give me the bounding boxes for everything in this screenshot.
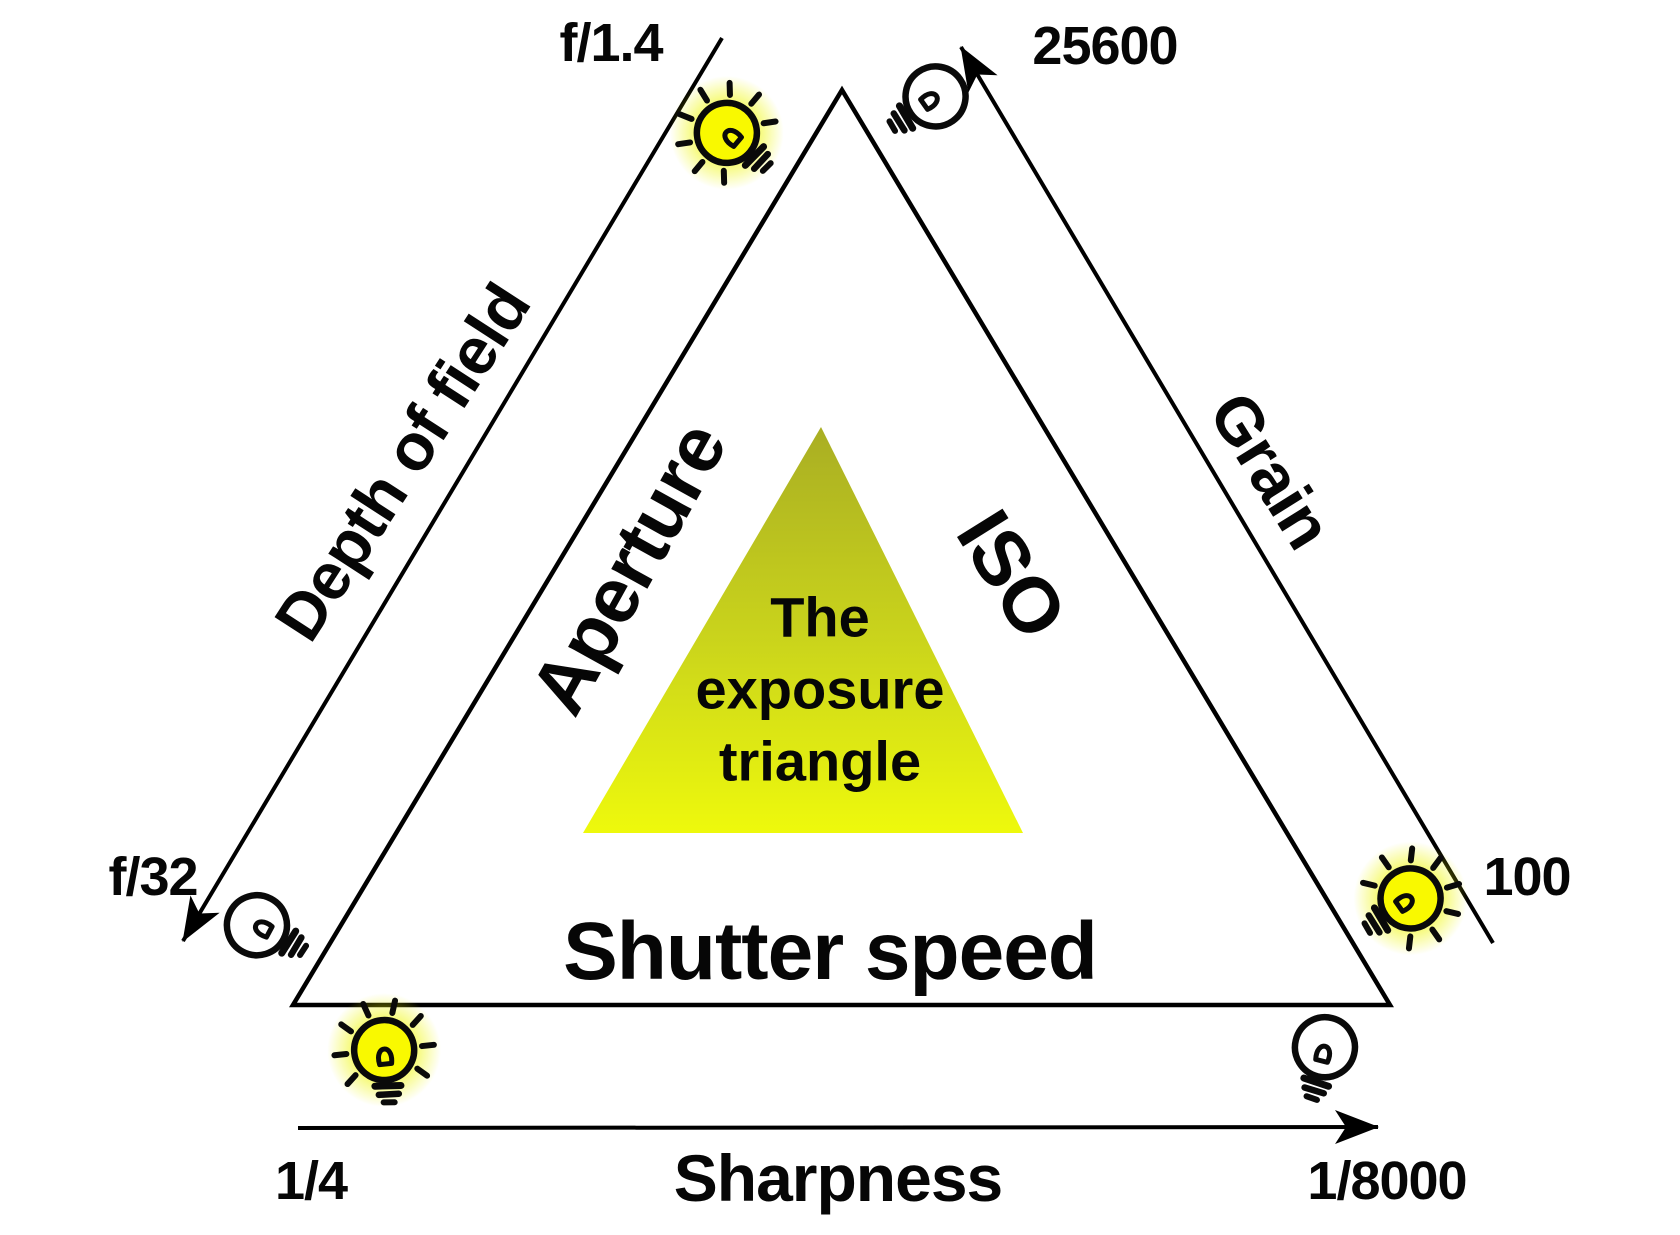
lightbulb-unlit-icon-shutter-max [1283, 1011, 1361, 1106]
shutter-max-label: 1/8000 [1307, 1151, 1467, 1211]
aperture-min-label: f/32 [108, 847, 198, 907]
lightbulb-unlit-icon-iso-max [875, 55, 977, 152]
sharpness-label: Sharpness [673, 1141, 1003, 1215]
depth-of-field-arrow [181, 36, 724, 943]
shutter-min-label: 1/4 [274, 1151, 348, 1211]
grain-arrow [959, 45, 1495, 945]
center-title: The exposure triangle [695, 585, 945, 794]
iso-max-label: 25600 [1032, 16, 1178, 76]
lightbulb-unlit-icon-aperture-min [216, 885, 317, 977]
iso-min-label: 100 [1483, 847, 1571, 907]
aperture-max-label: f/1.4 [559, 13, 663, 73]
inner-gradient-triangle [583, 427, 1023, 833]
shutter-speed-side-label: Shutter speed [563, 906, 1098, 997]
sharpness-arrow [297, 1110, 1379, 1145]
